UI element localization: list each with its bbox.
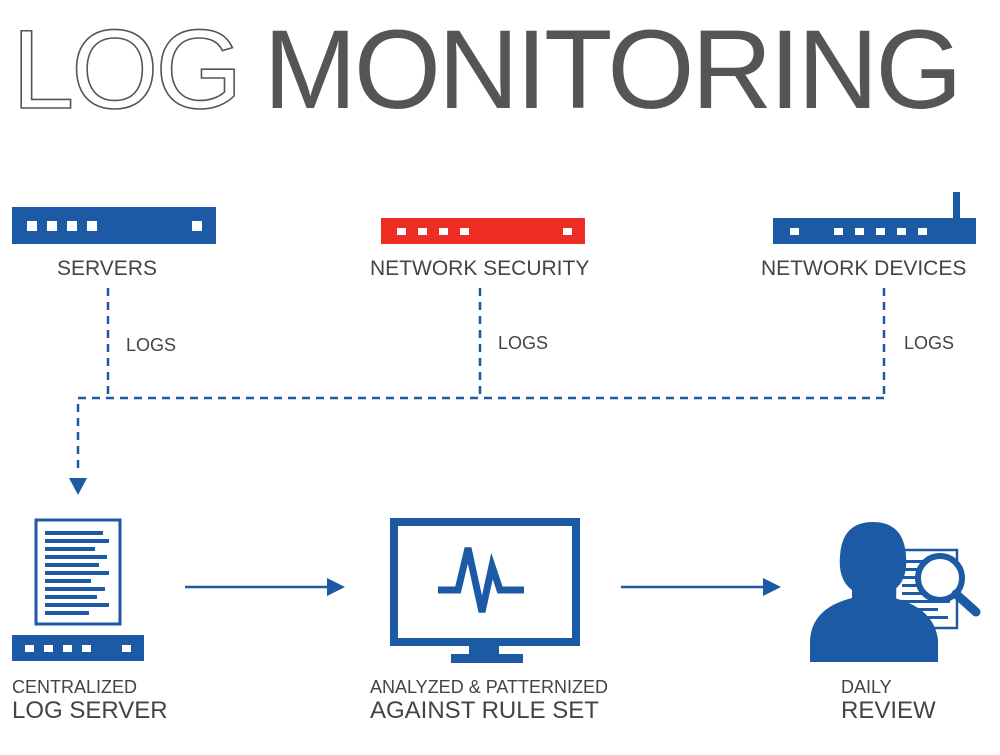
network-devices-logs-label: LOGS <box>904 333 955 353</box>
log-flow-connectors <box>76 288 886 470</box>
log-server-caption-line2: LOG SERVER <box>12 697 168 724</box>
review-caption-line1: DAILY <box>841 677 892 697</box>
network-security-label: NETWORK SECURITY <box>370 257 590 280</box>
firewall-icon <box>381 218 585 244</box>
servers-label: SERVERS <box>57 257 157 280</box>
down-arrow-icon <box>69 478 87 495</box>
analysis-caption-line2: AGAINST RULE SET <box>370 697 599 724</box>
title-light: LOG <box>11 7 243 132</box>
network-devices-label: NETWORK DEVICES <box>761 257 967 280</box>
arrow-right-icon <box>621 578 781 596</box>
monitor-pulse-icon <box>390 518 580 663</box>
server-icon <box>12 207 216 244</box>
servers-logs-label: LOGS <box>126 335 177 355</box>
log-server-caption-line1: CENTRALIZED <box>12 677 138 697</box>
arrow-right-icon <box>185 578 345 596</box>
analysis-caption-line1: ANALYZED & PATTERNIZED <box>370 677 609 697</box>
network-security-logs-label: LOGS <box>498 333 549 353</box>
person-magnifier-icon <box>810 522 981 662</box>
title-bold: MONITORING <box>263 7 963 132</box>
log-server-icon <box>12 635 144 661</box>
router-icon <box>773 192 976 244</box>
review-caption-line2: REVIEW <box>841 697 936 724</box>
document-icon <box>34 518 122 626</box>
